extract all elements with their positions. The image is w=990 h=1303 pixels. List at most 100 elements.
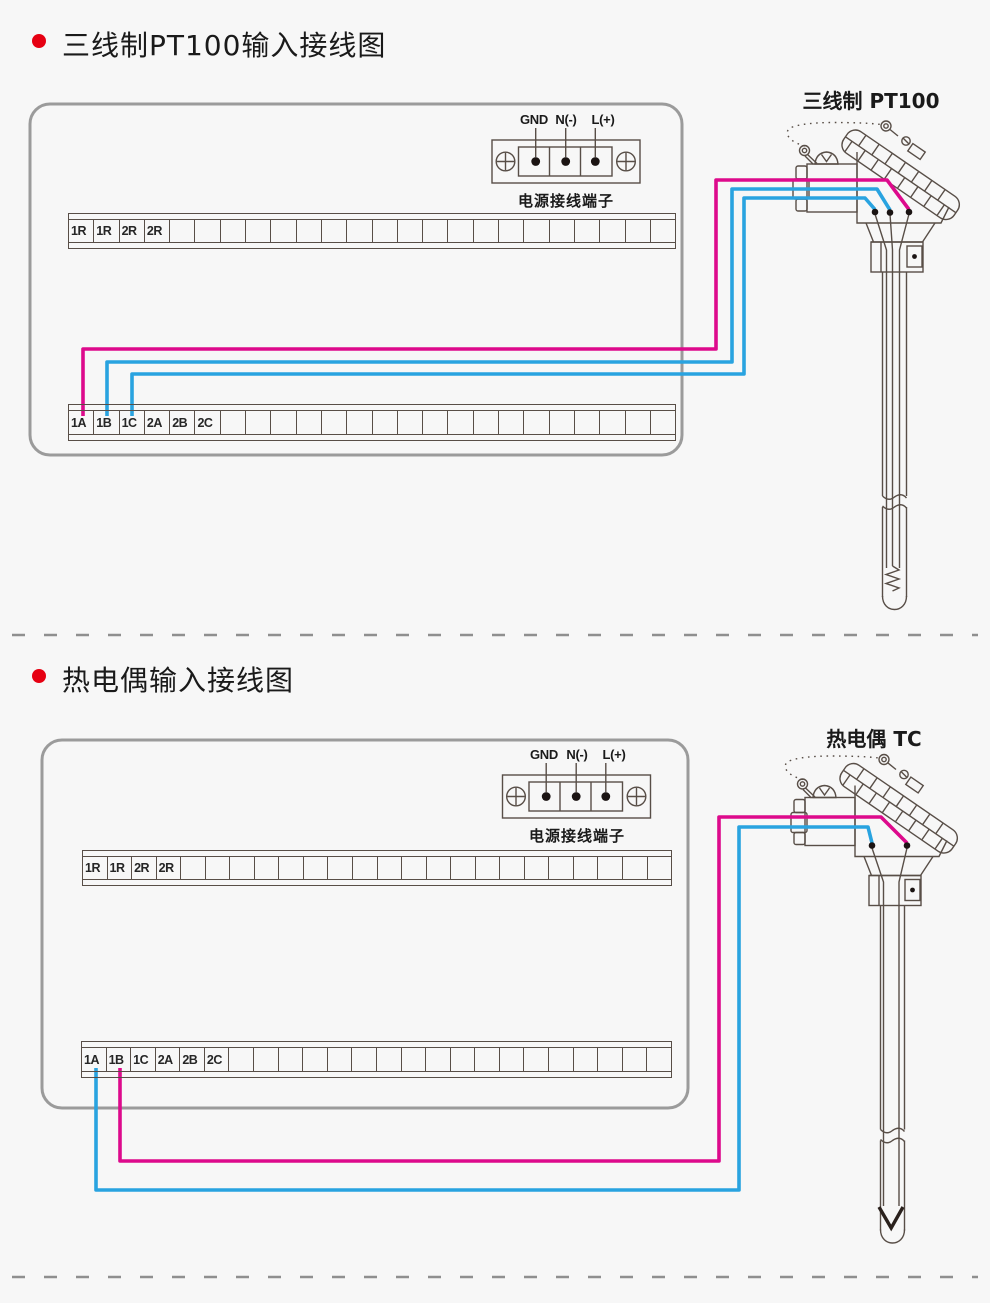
thermocouple-sensor bbox=[784, 753, 962, 1244]
terminal-cell bbox=[328, 1048, 353, 1071]
terminal-cell bbox=[347, 411, 373, 434]
strip-rail bbox=[69, 242, 675, 248]
terminal-cell bbox=[230, 857, 255, 879]
sensor-terminal-dots bbox=[868, 208, 913, 849]
terminal-cell bbox=[574, 857, 599, 879]
power-terminal-block-2 bbox=[501, 762, 652, 819]
strip-rail bbox=[69, 434, 675, 440]
wire-magenta-1B bbox=[118, 815, 909, 1163]
terminal-cell bbox=[373, 411, 398, 434]
strip-rail bbox=[69, 214, 675, 220]
terminal-cell-2R: 2R bbox=[132, 857, 157, 879]
terminal-cell bbox=[398, 411, 424, 434]
terminal-cell bbox=[423, 411, 449, 434]
terminal-cell bbox=[303, 1048, 328, 1071]
terminal-cell bbox=[500, 1048, 525, 1071]
terminal-cell bbox=[500, 857, 525, 879]
rtd-element-symbol bbox=[883, 565, 902, 592]
power-terminal-caption: 电源接线端子 bbox=[517, 192, 615, 210]
terminal-cell bbox=[328, 857, 354, 879]
section-bullet bbox=[32, 669, 46, 683]
terminal-cell bbox=[474, 411, 500, 434]
pt100-wires bbox=[81, 178, 911, 416]
device-box-pt100 bbox=[28, 102, 684, 457]
terminal-cell-1A: 1A bbox=[82, 1048, 107, 1071]
terminal-cell bbox=[524, 411, 550, 434]
terminal-cell bbox=[451, 857, 476, 879]
terminal-cell bbox=[575, 411, 601, 434]
strip-rail bbox=[69, 405, 675, 411]
terminal-cell bbox=[626, 220, 651, 242]
terminal-cell bbox=[525, 857, 550, 879]
terminal-cell bbox=[623, 857, 648, 879]
terminal-cell-2R: 2R bbox=[120, 220, 145, 242]
terminal-cell bbox=[271, 411, 297, 434]
terminal-cell bbox=[600, 220, 626, 242]
terminal-cell bbox=[524, 220, 550, 242]
terminal-cell bbox=[402, 1048, 427, 1071]
terminal-cell bbox=[352, 1048, 377, 1071]
terminal-cell bbox=[648, 857, 672, 879]
tc-junction-symbol bbox=[877, 1206, 905, 1232]
terminal-cell bbox=[549, 1048, 574, 1071]
thermocouple-wires bbox=[94, 815, 909, 1192]
terminal-cell bbox=[378, 857, 403, 879]
terminal-cell-1B: 1B bbox=[94, 411, 120, 434]
wire-cyan-1A bbox=[94, 825, 874, 1192]
terminal-cell bbox=[651, 411, 675, 434]
terminal-cell-2R: 2R bbox=[157, 857, 182, 879]
terminal-cell bbox=[550, 220, 575, 242]
terminal-cell bbox=[246, 411, 272, 434]
terminal-cell bbox=[322, 220, 348, 242]
terminal-cell bbox=[181, 857, 206, 879]
terminal-cell bbox=[448, 411, 474, 434]
strip-rail bbox=[83, 851, 671, 857]
terminal-cell bbox=[427, 857, 452, 879]
terminal-cell-2A: 2A bbox=[145, 411, 171, 434]
power-label-neutral: N(-) bbox=[566, 747, 588, 762]
terminal-cell bbox=[574, 1048, 599, 1071]
terminal-cell bbox=[575, 220, 601, 242]
terminal-cell bbox=[304, 857, 329, 879]
terminal-cell-2A: 2A bbox=[156, 1048, 181, 1071]
terminal-cell bbox=[398, 220, 424, 242]
terminal-cell bbox=[347, 220, 373, 242]
terminal-cell bbox=[647, 1048, 671, 1071]
terminal-cell bbox=[170, 220, 196, 242]
terminal-cell bbox=[550, 411, 575, 434]
terminal-cell-1A: 1A bbox=[69, 411, 95, 434]
sensor-label-thermocouple: 热电偶 TC bbox=[826, 727, 922, 751]
terminal-cell bbox=[476, 857, 501, 879]
wire-cyan-1C bbox=[130, 196, 877, 416]
wire-magenta-1A bbox=[81, 178, 911, 416]
terminal-cell bbox=[353, 857, 378, 879]
terminal-cell bbox=[623, 1048, 648, 1071]
power-label-gnd: GND bbox=[520, 112, 548, 127]
terminal-cell bbox=[297, 220, 322, 242]
power-label-live: L(+) bbox=[591, 112, 615, 127]
terminal-cell-1R: 1R bbox=[108, 857, 133, 879]
power-terminal-caption: 电源接线端子 bbox=[528, 827, 626, 845]
device-box-thermocouple bbox=[40, 738, 690, 1110]
power-label-gnd: GND bbox=[530, 747, 558, 762]
terminal-cell-1C: 1C bbox=[120, 411, 145, 434]
terminal-cell bbox=[195, 220, 221, 242]
terminal-cell-1C: 1C bbox=[131, 1048, 156, 1071]
terminal-cell bbox=[474, 220, 500, 242]
terminal-cell bbox=[651, 220, 675, 242]
terminal-cell bbox=[229, 1048, 255, 1071]
terminal-cell bbox=[598, 1048, 623, 1071]
terminal-cell bbox=[524, 1048, 549, 1071]
sensor-label-pt100: 三线制 PT100 bbox=[802, 89, 940, 113]
terminal-cell-1R: 1R bbox=[69, 220, 95, 242]
terminal-cell bbox=[600, 411, 626, 434]
terminal-cell bbox=[373, 220, 398, 242]
terminal-cell-1R: 1R bbox=[83, 857, 108, 879]
terminal-cell bbox=[448, 220, 474, 242]
strip-rail bbox=[82, 1042, 671, 1048]
terminal-cell bbox=[499, 411, 525, 434]
